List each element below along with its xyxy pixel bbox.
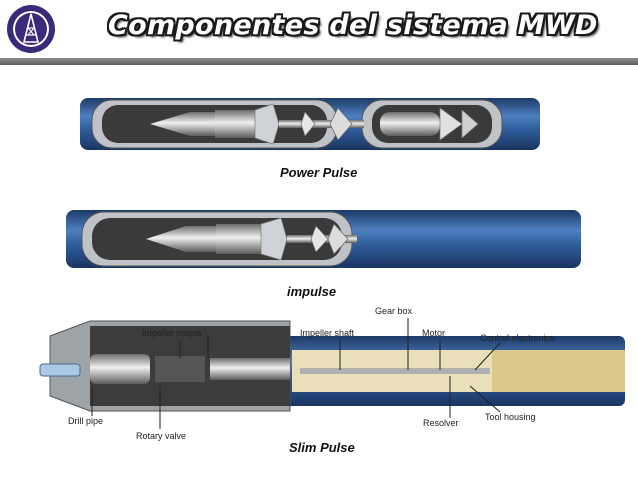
label-impeller-shaft: Impeller shaft xyxy=(300,328,355,338)
label-resolver: Resolver xyxy=(423,418,459,428)
label-tool-housing: Tool housing xyxy=(485,412,536,422)
slim-pulse-diagram: Impeller torque Gear box Impeller shaft … xyxy=(39,306,625,441)
page-title: Componentes del sistema MWD xyxy=(108,10,598,41)
label-rotary-valve: Rotary valve xyxy=(136,431,186,441)
impulse-caption: impulse xyxy=(287,284,337,299)
slide-header: Componentes del sistema MWD xyxy=(0,0,638,66)
power-pulse-caption: Power Pulse xyxy=(280,165,358,180)
label-impeller-torque: Impeller torque xyxy=(142,328,202,338)
header-divider xyxy=(0,58,638,65)
label-control-electronics: Control electronics xyxy=(480,333,555,343)
label-drill-pipe: Drill pipe xyxy=(68,416,103,426)
slim-pulse-caption: Slim Pulse xyxy=(289,440,355,455)
label-gear-box: Gear box xyxy=(375,306,413,316)
university-logo xyxy=(7,5,55,53)
power-pulse-diagram xyxy=(80,98,540,150)
label-motor: Motor xyxy=(422,328,445,338)
impulse-diagram xyxy=(66,210,581,268)
